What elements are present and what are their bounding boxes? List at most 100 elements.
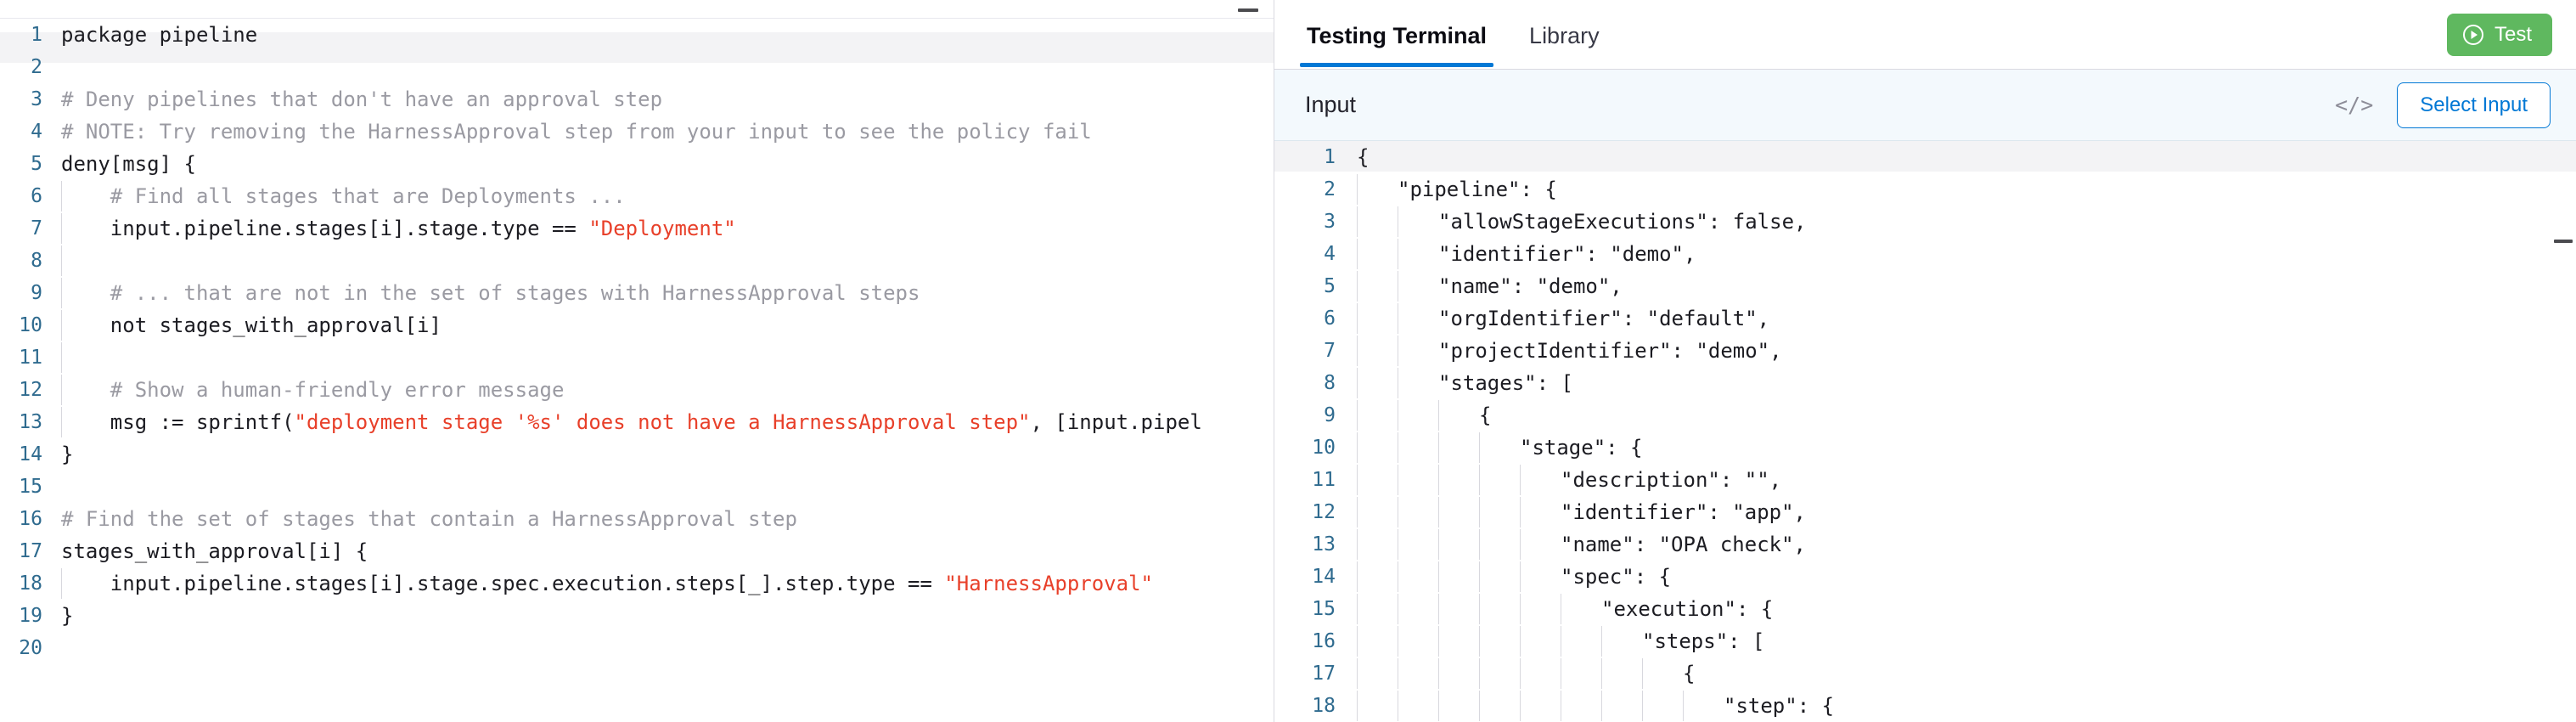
indent-guide (1357, 465, 1398, 495)
tab-testing-terminal[interactable]: Testing Terminal (1299, 3, 1494, 67)
indent-guide (61, 181, 62, 212)
code-line-content (61, 245, 1274, 277)
indent-guide (1398, 336, 1438, 366)
json-active-line-highlight (1274, 141, 2576, 172)
indent-guide (1601, 626, 1642, 657)
indent-guide (1357, 432, 1398, 463)
indent-guide (1357, 691, 1398, 721)
code-line-content: # Deny pipelines that don't have an appr… (61, 83, 1274, 116)
indent-guide (1520, 691, 1561, 721)
json-line-number: 15 (1312, 598, 1336, 620)
indent-guide (1479, 432, 1520, 463)
input-panel-header: Input </> Select Input (1274, 70, 2576, 141)
json-line: 6"orgIdentifier": "default", (1274, 302, 2576, 335)
input-panel-title: Input (1305, 92, 1357, 117)
code-token-str: "HarnessApproval" (944, 572, 1153, 595)
json-line: 2"pipeline": { (1274, 173, 2576, 206)
json-line: 12"identifier": "app", (1274, 496, 2576, 528)
indent-guide (1357, 497, 1398, 527)
json-line: 9{ (1274, 399, 2576, 432)
code-line: 16# Find the set of stages that contain … (0, 503, 1274, 535)
json-line: 15 "execution": { (1274, 593, 2576, 625)
code-line-content: # Find all stages that are Deployments .… (61, 180, 1274, 212)
indent-guide (1601, 658, 1642, 689)
tab-library-label: Library (1529, 23, 1600, 48)
json-line: 17{ (1274, 657, 2576, 690)
code-token-plain: , [input.pipel (1030, 410, 1202, 434)
json-line-number: 16 (1312, 630, 1336, 652)
indent-guide (1398, 368, 1438, 398)
json-line-content: "stage": { (1356, 432, 2576, 464)
code-line-content: msg := sprintf("deployment stage '%s' do… (61, 406, 1274, 438)
tab-library[interactable]: Library (1527, 3, 1601, 66)
indent-guide (1479, 529, 1520, 560)
code-line: 5 deny[msg] { (0, 148, 1274, 180)
input-json-scroll-area[interactable]: 1{2"pipeline": {3"allowStageExecutions":… (1274, 141, 2576, 722)
indent-guide (1398, 432, 1438, 463)
line-number: 19 (19, 605, 42, 627)
json-line-number: 10 (1312, 437, 1336, 459)
code-token-plain: not stages_with_approval[i] (61, 313, 442, 337)
code-token-plain: } (61, 604, 74, 628)
indent-guide (1357, 626, 1398, 657)
json-line-number: 11 (1312, 469, 1336, 491)
indent-guide (1438, 465, 1479, 495)
indent-guide (1520, 594, 1561, 624)
line-number: 5 (31, 153, 42, 175)
indent-guide (61, 407, 62, 437)
indent-guide (1357, 658, 1398, 689)
indent-guide (1601, 691, 1642, 721)
code-line: 12 # Show a human-friendly error message (0, 374, 1274, 406)
code-line-content: package pipeline (61, 19, 1274, 51)
indent-guide (1520, 626, 1561, 657)
line-number: 12 (19, 379, 42, 401)
json-line-content: { (1356, 141, 2576, 173)
line-number: 18 (19, 573, 42, 595)
indent-guide (1357, 400, 1398, 431)
json-line-number: 14 (1312, 566, 1336, 588)
json-line-number: 6 (1324, 307, 1336, 330)
indent-guide (1479, 626, 1520, 657)
code-line: 1 package pipeline (0, 19, 1274, 51)
line-number: 1 (31, 24, 42, 46)
indent-guide (61, 375, 62, 405)
json-line-content: "name": "demo", (1356, 270, 2576, 302)
code-token-str: "Deployment" (588, 217, 736, 240)
indent-guide (1357, 239, 1398, 269)
code-view-toggle-icon[interactable]: </> (2335, 93, 2374, 117)
indent-guide (1398, 303, 1438, 334)
code-line-content: stages_with_approval[i] { (61, 535, 1274, 567)
json-line-content: "identifier": "demo", (1356, 238, 2576, 270)
tab-testing-terminal-label: Testing Terminal (1307, 23, 1488, 48)
test-button[interactable]: Test (2446, 13, 2552, 56)
json-line-content: "stages": [ (1356, 367, 2576, 399)
indent-guide (1479, 561, 1520, 592)
indent-guide (1438, 626, 1479, 657)
indent-guide (1438, 400, 1479, 431)
code-line-content: input.pipeline.stages[i].stage.type == "… (61, 212, 1274, 245)
json-line: 14"spec": { (1274, 561, 2576, 593)
indent-guide (1438, 594, 1479, 624)
code-line-content: # Show a human-friendly error message (61, 374, 1274, 406)
json-text: "identifier": "app", (1561, 500, 1806, 524)
line-number: 3 (31, 88, 42, 110)
indent-guide (1642, 658, 1683, 689)
code-line-content: deny[msg] { (61, 148, 1274, 180)
indent-guide (61, 342, 62, 373)
indent-guide (1561, 658, 1601, 689)
indent-guide (1438, 432, 1479, 463)
minimize-icon[interactable] (1238, 8, 1258, 12)
indent-guide (1479, 465, 1520, 495)
json-text: "execution": { (1601, 597, 1774, 621)
testing-terminal-pane: Testing Terminal Library Test Input </> (1274, 0, 2576, 722)
code-line-content (61, 51, 1274, 83)
code-token-cmt: # ... that are not in the set of stages … (61, 281, 920, 305)
panel-resize-handle-icon[interactable] (2554, 240, 2573, 243)
indent-guide (1438, 529, 1479, 560)
code-token-cmt: # Show a human-friendly error message (61, 378, 565, 402)
select-input-button[interactable]: Select Input (2397, 82, 2551, 128)
json-text: "name": "demo", (1438, 274, 1623, 298)
